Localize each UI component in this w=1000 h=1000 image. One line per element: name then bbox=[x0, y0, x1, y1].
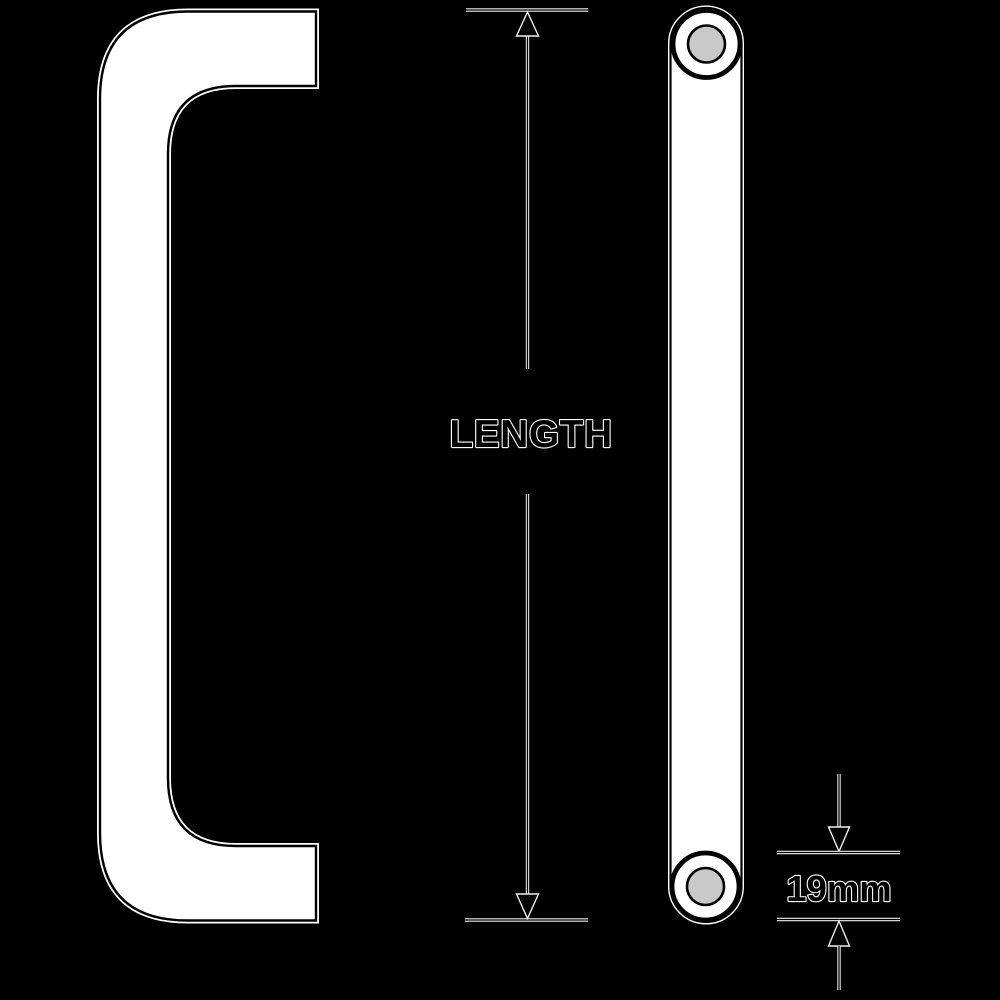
handle-side-profile-outline bbox=[98, 10, 318, 922]
bottom-fixing-bolt bbox=[685, 866, 726, 907]
handle-side-view bbox=[97, 8, 319, 924]
top-fixing-bolt bbox=[686, 24, 727, 64]
arrow-up-icon bbox=[515, 10, 540, 37]
diameter-dimension: 19mm bbox=[777, 774, 900, 990]
length-label: LENGTH bbox=[449, 413, 612, 456]
handle-bar-fill bbox=[668, 5, 744, 925]
handle-side-profile-fill bbox=[97, 8, 319, 924]
diameter-label: 19mm bbox=[786, 868, 892, 909]
handle-front-view bbox=[668, 5, 744, 925]
arrow-up-icon bbox=[827, 919, 851, 947]
arrow-down-icon bbox=[827, 826, 851, 854]
length-dimension: LENGTH bbox=[448, 8, 613, 922]
arrow-down-icon bbox=[515, 893, 540, 921]
